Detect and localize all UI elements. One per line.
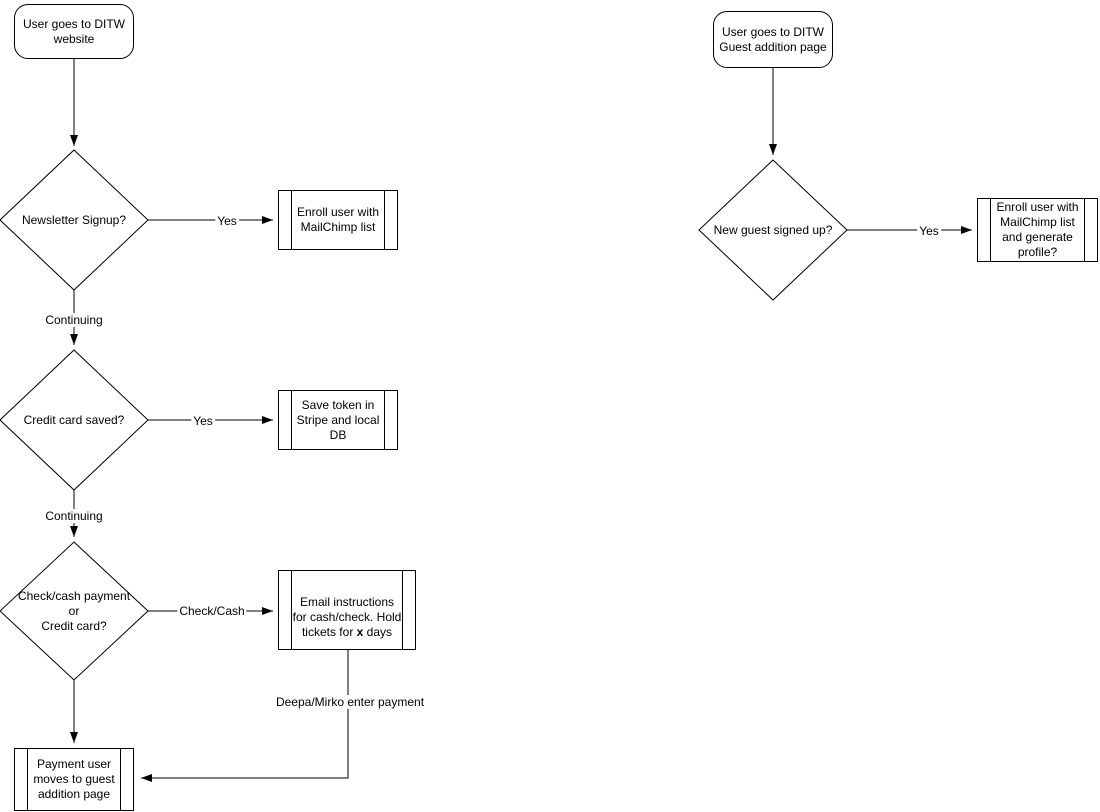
process-payment-user-moves-label: Payment user moves to guest addition pag… <box>33 757 115 801</box>
terminator-user-goes-to-guest-page-label: User goes to DITW Guest addition page <box>719 24 827 54</box>
edge-label-check-cash: Check/Cash <box>177 604 247 618</box>
process-save-token: Save token in Stripe and local DB <box>278 390 398 450</box>
edge-label-continuing-2: Continuing <box>43 509 105 523</box>
process-email-instructions-text-bold: x <box>356 625 364 639</box>
edge-email-to-payment-user <box>141 650 349 782</box>
decision-credit-card-saved-shape <box>0 349 149 491</box>
process-enroll-mailchimp-bar-right <box>384 191 385 249</box>
process-enroll-and-generate-profile-label: Enroll user with MailChimp list and gene… <box>996 200 1079 259</box>
process-payment-user-moves-bar-left <box>27 749 28 810</box>
decision-payment-type-shape <box>0 541 149 681</box>
process-email-instructions-text-suffix: days <box>363 625 393 639</box>
process-enroll-mailchimp-label: Enroll user with MailChimp list <box>296 205 380 234</box>
process-email-instructions-bar-right <box>402 571 403 649</box>
process-save-token-label: Save token in Stripe and local DB <box>296 397 380 442</box>
process-save-token-bar-right <box>384 391 385 449</box>
terminator-user-goes-to-guest-page: User goes to DITW Guest addition page <box>713 11 833 68</box>
process-enroll-and-generate-profile: Enroll user with MailChimp list and gene… <box>977 198 1098 262</box>
terminator-user-goes-to-ditw-website-label: User goes to DITW website <box>22 16 126 46</box>
process-enroll-and-generate-profile-bar-right <box>1084 199 1085 261</box>
process-payment-user-moves: Payment user moves to guest addition pag… <box>14 748 134 811</box>
process-email-instructions: Email instructions for cash/check. Hold … <box>278 570 416 650</box>
edge-label-continuing-1: Continuing <box>43 313 105 327</box>
process-save-token-bar-left <box>291 391 292 449</box>
process-email-instructions-text-prefix: Email instructions for cash/check. Hold … <box>292 595 402 639</box>
process-enroll-mailchimp-bar-left <box>291 191 292 249</box>
edge-label-yes-newsletter: Yes <box>215 214 239 228</box>
process-payment-user-moves-bar-right <box>120 749 121 810</box>
process-enroll-mailchimp: Enroll user with MailChimp list <box>278 190 398 250</box>
terminator-user-goes-to-ditw-website: User goes to DITW website <box>14 4 134 59</box>
decision-new-guest-signed-up-shape <box>698 159 848 301</box>
edge-label-deepa-mirko: Deepa/Mirko enter payment <box>273 695 427 709</box>
decision-newsletter-signup-shape <box>0 149 149 291</box>
edge-label-yes-new-guest: Yes <box>917 224 941 238</box>
process-enroll-and-generate-profile-bar-left <box>990 199 991 261</box>
edge-label-yes-credit: Yes <box>191 414 215 428</box>
process-email-instructions-bar-left <box>291 571 292 649</box>
process-email-instructions-label: Email instructions for cash/check. Hold … <box>293 580 402 640</box>
